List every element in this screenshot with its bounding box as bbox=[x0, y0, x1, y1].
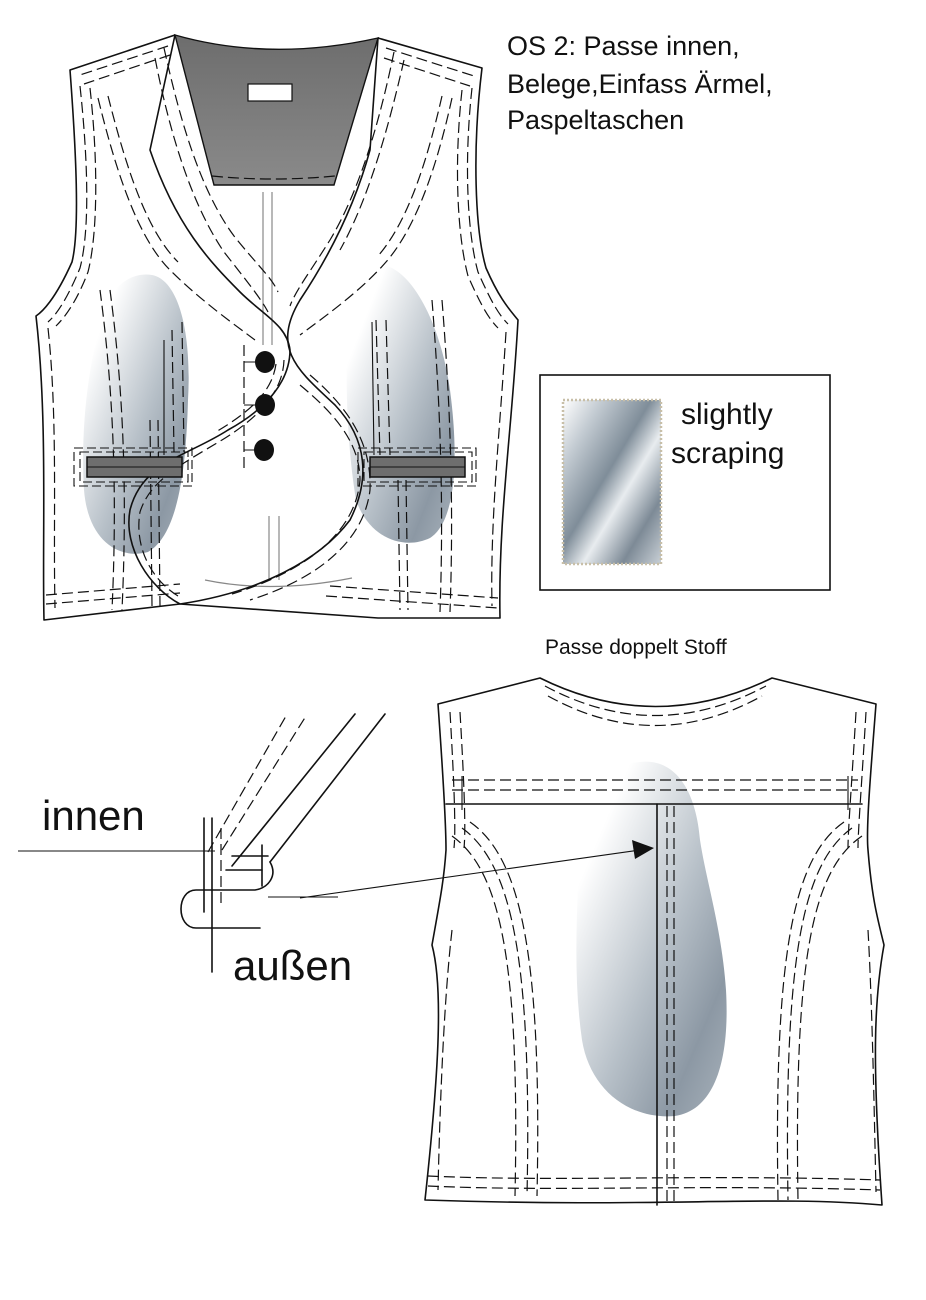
stitch bbox=[299, 97, 453, 336]
stitch bbox=[459, 711, 466, 849]
stitch bbox=[171, 329, 175, 453]
stitch bbox=[371, 321, 375, 456]
legend-label-line-1: slightly bbox=[681, 398, 773, 431]
stitch bbox=[289, 51, 395, 307]
stitch bbox=[325, 595, 499, 609]
stitch bbox=[383, 57, 471, 87]
stitch bbox=[491, 331, 507, 607]
back-view-label: Passe doppelt Stoff bbox=[545, 636, 727, 659]
title-line-1: OS 2: Passe innen, bbox=[507, 31, 740, 61]
stitch bbox=[47, 327, 56, 609]
stitch bbox=[431, 299, 443, 613]
stitch bbox=[786, 827, 853, 1201]
back-view bbox=[424, 677, 885, 1206]
stitch bbox=[847, 711, 857, 849]
front-view bbox=[35, 33, 519, 621]
stitch bbox=[329, 585, 499, 599]
stitch bbox=[461, 827, 529, 1197]
stitch bbox=[466, 87, 509, 325]
stitch bbox=[547, 695, 763, 727]
stitch bbox=[375, 319, 381, 456]
pointer-arrow bbox=[299, 849, 641, 899]
stitch bbox=[249, 374, 371, 601]
stitch bbox=[427, 1175, 881, 1181]
stitch bbox=[867, 929, 877, 1193]
stitch bbox=[207, 715, 287, 853]
stitch bbox=[796, 835, 863, 1201]
stitch bbox=[163, 47, 279, 293]
stitch bbox=[437, 929, 453, 1191]
welt-pocket-left bbox=[73, 447, 193, 487]
stitch bbox=[427, 1185, 881, 1191]
button bbox=[255, 351, 275, 373]
title-line-2: Belege,Einfass Ärmel, bbox=[507, 69, 773, 99]
seam-detail: innen außen bbox=[18, 713, 654, 989]
neck-facing bbox=[174, 33, 380, 186]
fabric-edge bbox=[231, 713, 356, 867]
stitch bbox=[469, 821, 539, 1197]
stitch bbox=[449, 711, 456, 849]
welt-pocket-right bbox=[357, 447, 477, 487]
legend-box: slightly scraping bbox=[539, 374, 831, 591]
legend-swatch bbox=[561, 398, 663, 566]
stitch bbox=[221, 715, 307, 851]
back-hem-line bbox=[204, 577, 353, 588]
stitch bbox=[45, 592, 181, 605]
right-front-panel bbox=[179, 37, 519, 619]
stitch bbox=[397, 479, 401, 611]
title-line-3: Paspeltaschen bbox=[507, 105, 684, 135]
stitch bbox=[109, 289, 125, 611]
stitch bbox=[55, 87, 97, 327]
stitch bbox=[776, 821, 845, 1201]
stitch bbox=[45, 583, 181, 596]
stitch bbox=[99, 289, 115, 611]
stitch bbox=[385, 319, 391, 456]
scrape-area-back bbox=[576, 761, 727, 1117]
button bbox=[254, 439, 274, 461]
center-back-seam-lower bbox=[268, 516, 280, 580]
stitch bbox=[107, 95, 179, 263]
stitch bbox=[377, 95, 443, 257]
stitch bbox=[154, 57, 269, 313]
stitch bbox=[97, 97, 256, 341]
scrape-area-left bbox=[83, 274, 189, 554]
label-innen: innen bbox=[42, 792, 145, 839]
stitch bbox=[47, 85, 88, 323]
label-aussen: außen bbox=[233, 942, 352, 989]
stitch bbox=[231, 384, 361, 595]
left-front-panel bbox=[35, 34, 291, 621]
brand-label bbox=[247, 83, 293, 102]
button bbox=[255, 394, 275, 416]
arrow-head-icon bbox=[632, 840, 654, 859]
stitch bbox=[544, 685, 767, 717]
fabric-edge bbox=[269, 713, 386, 863]
stitch bbox=[339, 59, 405, 251]
stitch bbox=[461, 776, 849, 810]
stitch bbox=[405, 479, 409, 611]
stitch bbox=[456, 89, 499, 329]
center-back-seam bbox=[262, 192, 273, 345]
stitch bbox=[181, 321, 185, 453]
stitch bbox=[857, 711, 867, 849]
back-outline bbox=[424, 677, 885, 1206]
legend-label-line-2: scraping bbox=[671, 437, 784, 470]
fold bbox=[180, 861, 274, 929]
stitch bbox=[451, 835, 517, 1197]
buttons bbox=[244, 351, 275, 461]
